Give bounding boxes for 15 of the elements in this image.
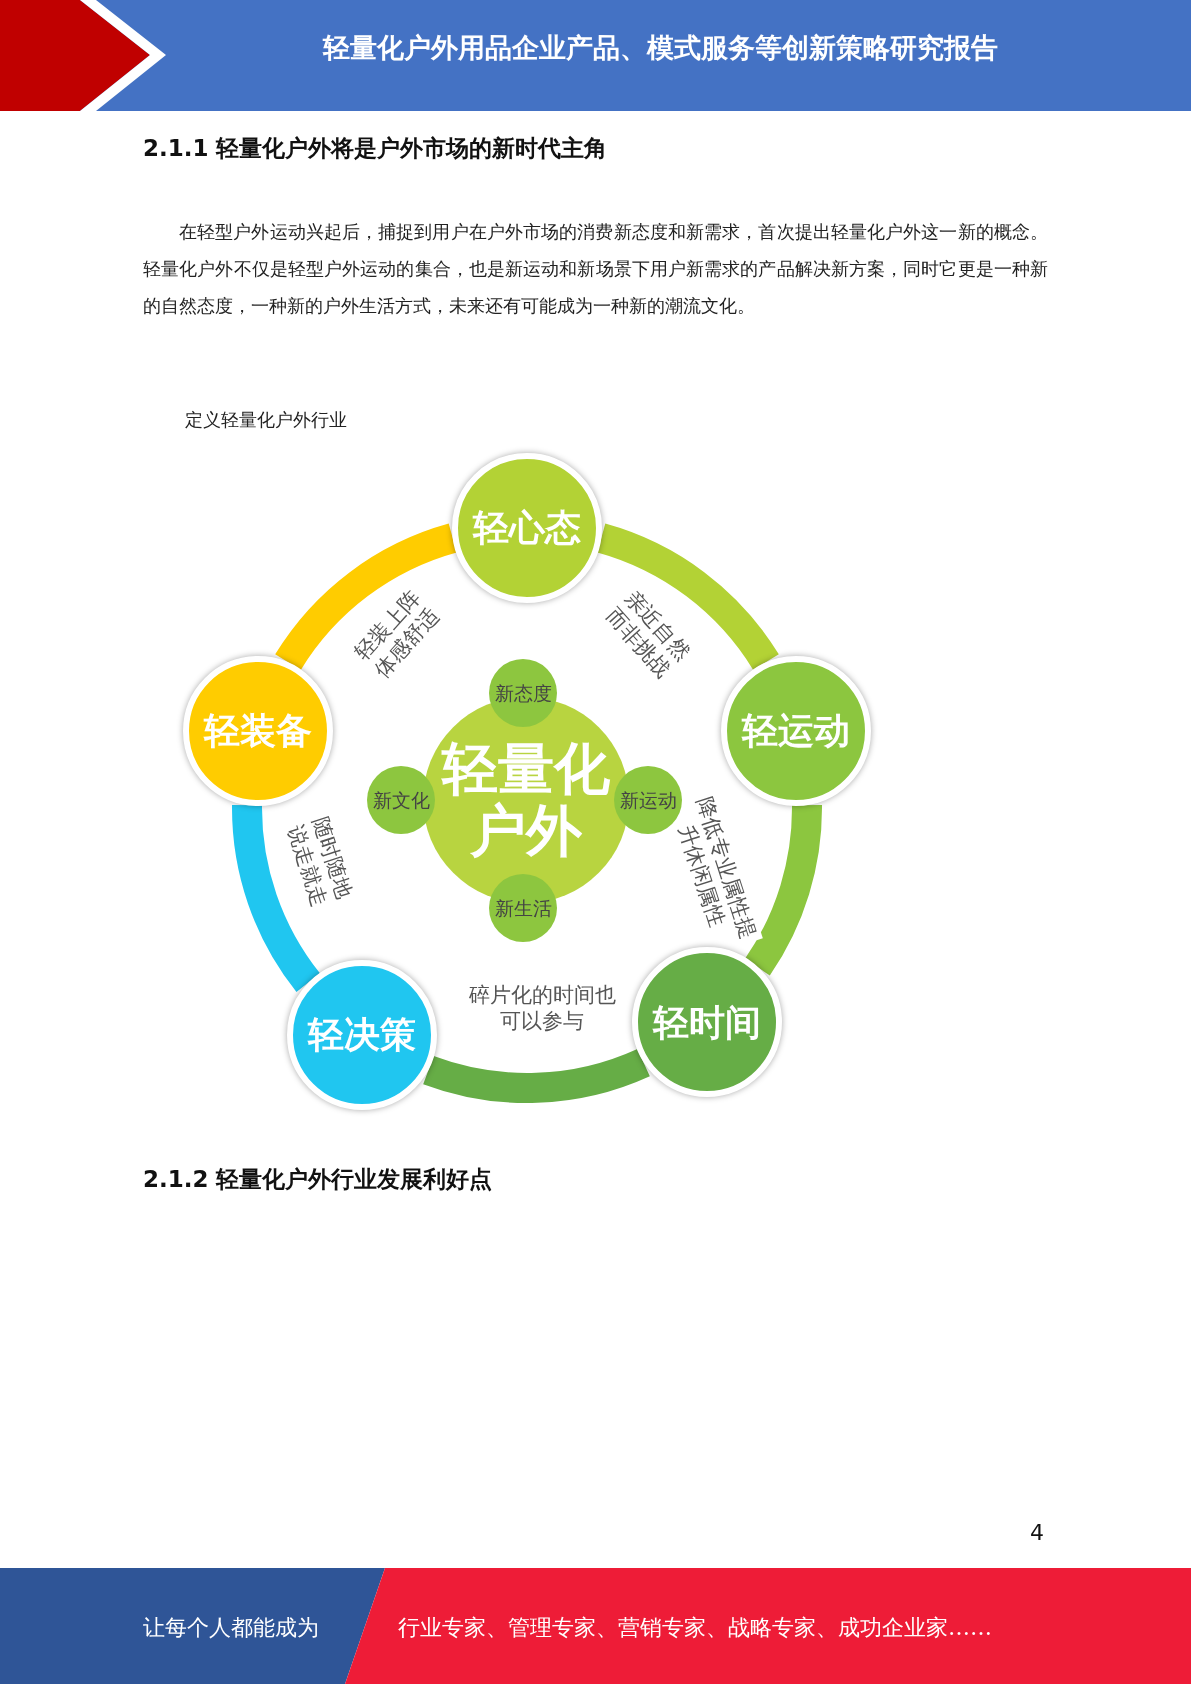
- footer-text: 行业专家、管理专家、营销专家、战略专家、成功企业家……: [398, 1614, 992, 1642]
- arc-band: [596, 523, 779, 671]
- arc-band: [232, 804, 321, 992]
- footer-text: 让每个人都能成为: [143, 1614, 319, 1642]
- report-title: 轻量化户外用品企业产品、模式服务等创新策略研究报告: [321, 31, 999, 65]
- body-paragraph: 在轻型户外运动兴起后，捕捉到用户在户外市场的消费新态度和新需求，首次提出轻量化户外这一新的概念。轻量化户外不仅是轻型户外运动的集合，也是新运动和新场景下用户新需求的产品解决新方案，同时它更是一种新的自然态度，一种新的户外生活方式，未来还有可能成为一种新的潮流文化。: [143, 220, 1048, 318]
- sub-circle: 新生活: [489, 874, 557, 942]
- page-number: 4: [1030, 1520, 1044, 1545]
- sub-circle: 新文化: [367, 766, 435, 834]
- arc-band: [744, 804, 822, 975]
- arc-band: [275, 523, 458, 671]
- sub-circle: 新态度: [489, 659, 557, 727]
- section-heading: 2.1.2 轻量化户外行业发展利好点: [143, 1165, 493, 1194]
- section-heading: 2.1.1 轻量化户外将是户外市场的新时代主角: [143, 134, 608, 163]
- figure-caption: 定义轻量化户外行业: [185, 408, 347, 432]
